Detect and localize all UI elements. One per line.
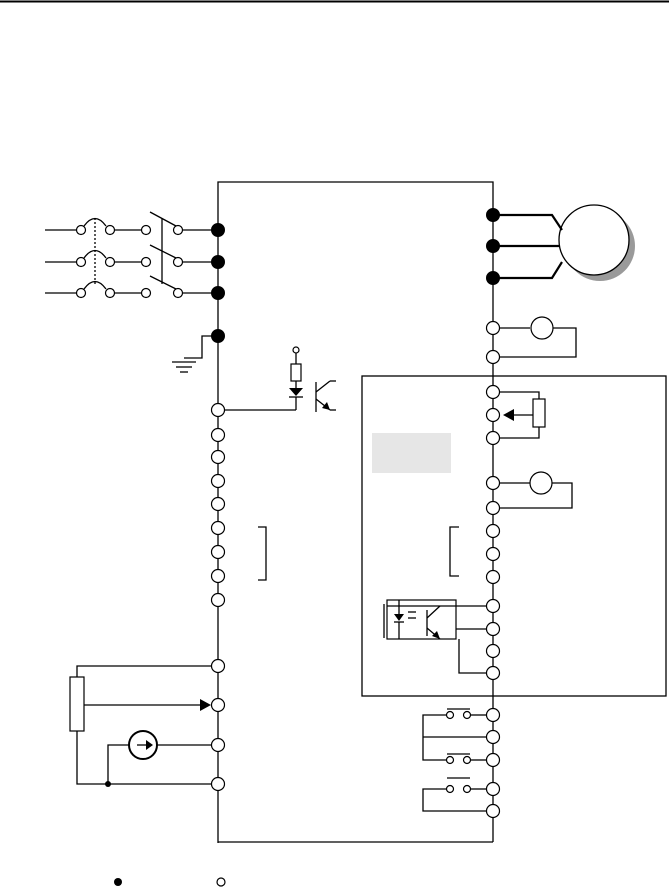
ground-symbol [172,335,212,373]
left-control-terminals [210,402,296,608]
power-input-lines [45,224,212,299]
shaded-label-box [372,433,451,473]
option-meter [485,471,573,516]
relay-outputs [422,707,501,819]
option-terminal-group [449,523,501,585]
inverter-outline [217,181,494,843]
photocoupler-output [289,346,336,412]
potentiometer [69,665,212,787]
option-board-frame [361,375,667,697]
analog-input-terminals [210,658,226,792]
legend-main-circuit-symbol [114,878,122,886]
meter-output [485,316,577,365]
legend-control-circuit-symbol [216,877,226,887]
option-potentiometer [485,384,546,446]
main-circuit-terminals [211,208,500,343]
magnetic-contactor [149,211,177,290]
option-photocoupler [383,598,501,681]
motor [499,204,635,281]
legend [114,877,226,887]
current-source [107,730,212,784]
circuit-breaker [83,217,107,290]
